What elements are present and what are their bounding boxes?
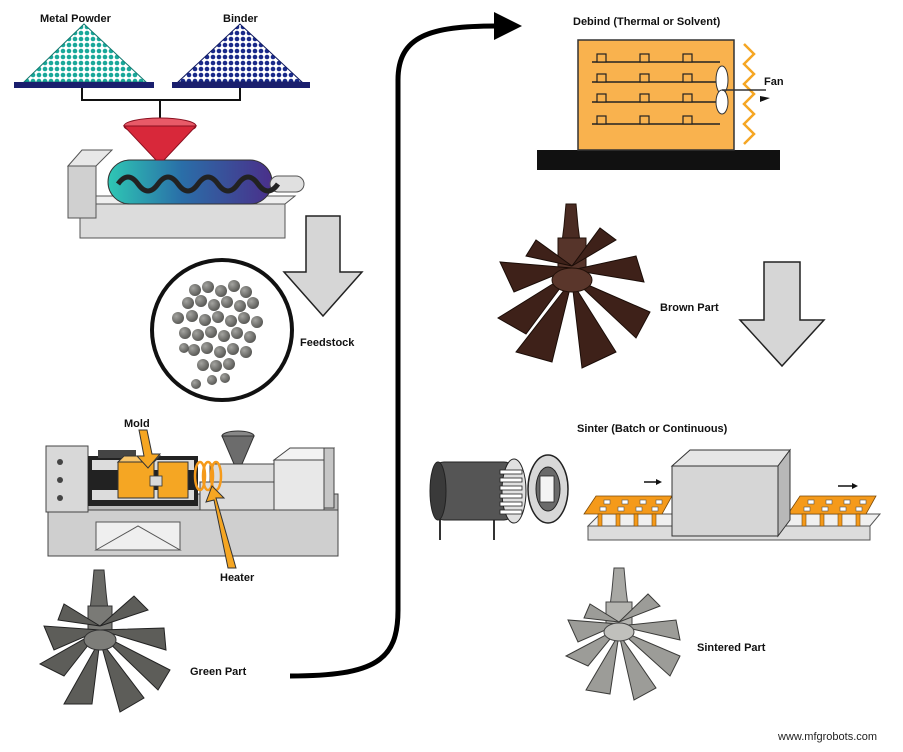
debind-label: Debind (Thermal or Solvent) <box>573 16 721 28</box>
green-part <box>38 569 171 713</box>
process-flow-arrow <box>289 12 522 679</box>
metal-powder-pile <box>14 23 154 88</box>
watermark: www.mfgrobots.com <box>778 731 878 743</box>
down-arrow-right <box>738 261 826 368</box>
sintered-part-label: Sintered Part <box>697 642 766 654</box>
down-arrow-left <box>282 215 364 318</box>
metal-powder-label: Metal Powder <box>40 13 111 25</box>
heater-pointer-arrow <box>205 485 237 569</box>
heater-label: Heater <box>220 572 255 584</box>
feed-lines <box>81 88 241 118</box>
continuous-sinter-furnace <box>583 448 882 541</box>
green-part-label: Green Part <box>190 666 247 678</box>
sintered-part <box>564 567 681 701</box>
binder-label: Binder <box>223 13 258 25</box>
injection-molding-machine <box>45 430 339 557</box>
brown-part <box>497 203 651 369</box>
brown-part-label: Brown Part <box>660 302 719 314</box>
debind-furnace <box>537 39 780 170</box>
fan-icon <box>715 65 770 115</box>
feedstock-label: Feedstock <box>300 337 355 349</box>
mold-pointer-arrow <box>135 429 162 469</box>
hopper-funnel <box>122 117 198 161</box>
sinter-label: Sinter (Batch or Continuous) <box>577 423 728 435</box>
feedstock-pellets <box>150 258 294 402</box>
batch-sinter-furnace <box>429 454 569 540</box>
mixer-extruder <box>66 149 305 239</box>
binder-pile <box>172 23 310 88</box>
fan-label: Fan <box>764 76 784 88</box>
mold-label: Mold <box>124 418 150 430</box>
